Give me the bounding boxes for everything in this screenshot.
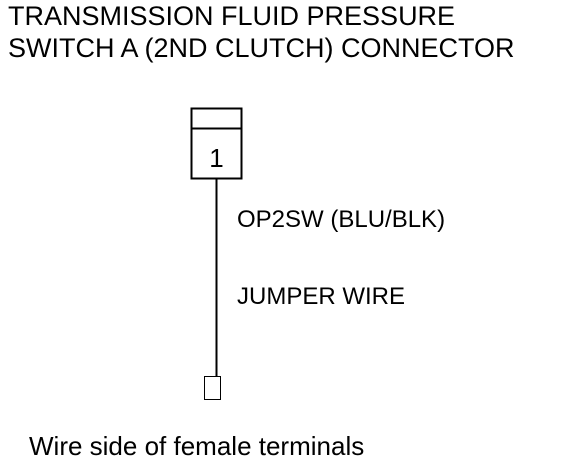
footer-caption: Wire side of female terminals: [29, 431, 365, 461]
wire-label: OP2SW (BLU/BLK): [237, 206, 446, 233]
title-line-2: SWITCH A (2ND CLUTCH) CONNECTOR: [8, 33, 515, 63]
terminal-number: 1: [209, 143, 223, 173]
jumper-terminal: [204, 376, 221, 400]
diagram-title: TRANSMISSION FLUID PRESSURE SWITCH A (2N…: [8, 0, 515, 64]
jumper-wire-label: JUMPER WIRE: [237, 283, 405, 310]
title-line-1: TRANSMISSION FLUID PRESSURE: [8, 1, 456, 31]
connector: 1: [190, 107, 243, 180]
